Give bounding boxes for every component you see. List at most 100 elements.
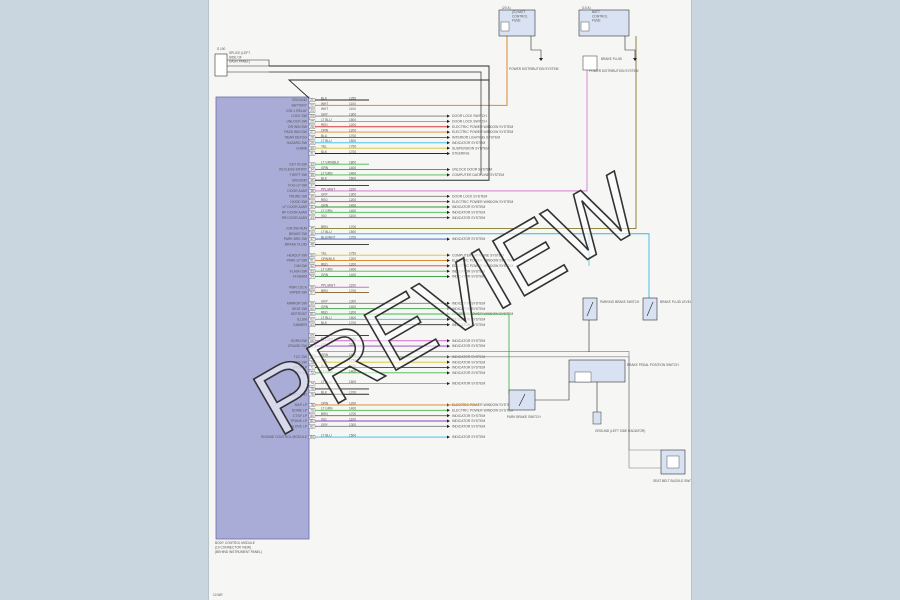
wire-color-label: GRY	[321, 112, 329, 116]
wire-color-label: BRN	[321, 225, 328, 229]
destination-label: ELECTRIC POWER WINDOW SYSTEM	[452, 259, 513, 263]
arrow-icon	[447, 130, 450, 134]
pin-number: 50	[310, 253, 314, 257]
circuit-number: 1300	[349, 112, 356, 116]
wire-ground	[287, 79, 490, 100]
circuit-number: 1300	[349, 193, 356, 197]
module-pin-label: GROUND	[292, 98, 308, 102]
circuit-number: 1100	[349, 107, 356, 111]
arrow-icon	[447, 317, 450, 321]
arrow-icon	[447, 419, 450, 423]
pin-number: 36	[310, 178, 314, 182]
control-module-block	[215, 96, 310, 540]
wire-color-label: GRY	[321, 423, 329, 427]
wire-color-label: GRY	[321, 193, 329, 197]
circuit-number: 1500	[349, 316, 356, 320]
pin-number: 33	[310, 162, 314, 166]
circuit-number: 1200	[349, 129, 356, 133]
pin-number: 28	[310, 136, 314, 140]
wire-door-ajar	[315, 70, 588, 192]
subsystem-label: POWER DISTRIBUTION SYSTEM	[589, 69, 639, 73]
destination-label: DOOR LOCK SWITCH	[452, 120, 487, 124]
module-pin-label: SEAT SW	[292, 307, 308, 311]
pin-number: 74	[310, 382, 314, 386]
wire-color-label: BLU	[321, 364, 328, 368]
arrow-icon	[447, 205, 450, 209]
destination-label: INDICATOR SYSTEM	[452, 382, 485, 386]
wire-color-label: BLU	[321, 134, 328, 138]
circuit-number: 1700	[349, 321, 356, 325]
fuse-label: (10 A)	[582, 6, 591, 10]
pin-number: 56	[310, 285, 314, 289]
pin-number: 46	[310, 232, 314, 236]
splice-label: S 100	[217, 47, 226, 51]
arrow-icon	[447, 365, 450, 370]
wire-color-label: GRN	[321, 353, 329, 357]
pin-number: 52	[310, 264, 314, 268]
component-label: BRAKE FLUID	[601, 57, 623, 61]
module-pin-label: TCC SW	[294, 355, 308, 359]
pin-number: 38	[310, 189, 314, 193]
circuit-number: 1400	[349, 407, 356, 411]
switch-contact-icon	[586, 301, 594, 317]
destination-label: INDICATOR SYSTEM	[452, 275, 485, 279]
arrow-icon	[447, 435, 450, 439]
pin-number: 79	[310, 408, 314, 412]
circuit-number: 1750	[349, 145, 356, 149]
destination-label: INDICATOR SYSTEM	[452, 141, 485, 145]
wire-brake-switch	[315, 233, 650, 298]
wire-color-label: GRY	[321, 300, 329, 304]
splice-label: DASH PANEL)	[229, 60, 250, 64]
module-caption: BODY CONTROL MODULE	[215, 541, 255, 545]
destination-label: INDICATOR SYSTEM	[452, 371, 485, 375]
module-caption: (BEHIND INSTRUMENT PANEL)	[215, 550, 262, 554]
fuse-label: BATT	[592, 10, 600, 14]
wire-color-label: BLK	[321, 391, 328, 395]
pin-number: 53	[310, 269, 314, 273]
wire-color-label: WHT	[321, 107, 328, 111]
wire-color-label: PPL/WHT	[321, 337, 335, 341]
wire-color-label: BLK	[321, 96, 328, 100]
pin-number: 67	[310, 344, 314, 348]
circuit-number: 1700	[349, 364, 356, 368]
destination-label: INDICATOR SYSTEM	[452, 216, 485, 220]
module-pin-label: MAP LP	[295, 403, 308, 407]
wire-color-label: BLK	[321, 177, 328, 181]
arrow-icon	[447, 200, 450, 204]
module-pin-label: FLASH SW	[290, 269, 308, 273]
wire-color-label: LT BLU	[321, 380, 332, 384]
wire-color-label: GRN	[321, 305, 329, 309]
destination-label: INDICATOR SYSTEM	[452, 269, 485, 273]
switch-contact-icon	[518, 393, 526, 407]
pin-number: 29	[310, 141, 314, 145]
arrow-icon	[447, 146, 450, 150]
pin-number: 61	[310, 312, 314, 316]
pin-number: 39	[310, 194, 314, 198]
pin-number: 41	[310, 205, 314, 209]
module-pin-label: DOOR AJAR	[287, 189, 307, 193]
destination-label: STEERING	[452, 152, 470, 156]
wire-color-label: BLK	[321, 150, 328, 154]
wire-color-label: PPL/WHT	[321, 284, 335, 288]
circuit-number: 1700	[349, 134, 356, 138]
wire-color-label: LT BLU	[321, 230, 332, 234]
destination-label: COMPUTER DATA LINE SYSTEM	[452, 173, 504, 177]
pin-number: 59	[310, 301, 314, 305]
wire-color-label: GRN	[321, 166, 329, 170]
destination-label: INDICATOR SYSTEM	[452, 424, 485, 428]
wire-remote-2	[315, 356, 661, 469]
module-pin-label: DEFROST	[291, 312, 307, 316]
circuit-number: 1600	[349, 177, 356, 181]
pin-number: 45	[310, 227, 314, 231]
destination-label: INDICATOR SYSTEM	[452, 366, 485, 370]
circuit-number: 1500	[349, 118, 356, 122]
wire-color-label: YEL	[321, 359, 327, 363]
wire-color-label: BLK	[321, 321, 328, 325]
circuit-number: 1500	[349, 139, 356, 143]
pin-number: 82	[310, 424, 314, 428]
circuit-number: 1400	[349, 273, 356, 277]
arrow-icon	[447, 274, 450, 279]
circuit-number: 1300	[349, 423, 356, 427]
module-pin-label: LOCK SW	[291, 114, 307, 118]
